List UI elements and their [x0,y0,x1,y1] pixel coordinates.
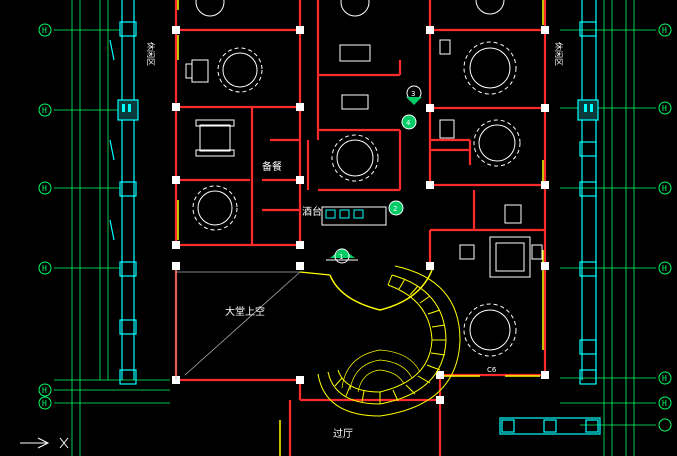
room-label-bar: 酒台 [302,205,322,218]
axis-label: H [42,106,47,115]
small-label: C6 [487,366,497,374]
round-tables [192,0,521,357]
stair-lines [341,349,421,393]
right-axis-grid [560,0,656,456]
section-marker-3: 3 [406,85,422,105]
axis-label: H [42,184,47,193]
marker-label: 3 [411,90,415,98]
section-marker-2: 2 [388,200,404,216]
axis-label: H [662,399,667,408]
section-marker-1: 1 [326,248,358,264]
room-label-foyer: 过厅 [333,427,353,440]
left-axis-grid [54,0,170,456]
room-label-hall-void: 大堂上空 [225,305,265,318]
left-axis-bubbles [38,23,52,410]
right-curtain-wall [499,0,601,435]
room-label-lounge-right: 休闲区 [554,42,564,66]
marker-label: 1 [339,253,343,261]
axis-label: H [662,264,667,273]
yellow-edges [177,0,544,456]
marker-label: 2 [393,205,397,213]
marker-label: 4 [406,119,411,127]
spiral-staircase [317,265,461,417]
window-indicators [122,104,593,112]
axis-label: H [662,26,667,35]
axis-label: H [662,104,667,113]
entrance-arrow [20,437,69,449]
axis-label: H [42,386,47,395]
axis-label: H [662,374,667,383]
axis-label: H [42,264,47,273]
right-axis-labels: H H H H H H [662,26,667,408]
room-label-pantry: 备餐 [262,160,282,173]
left-axis-labels: H H H H H H [42,26,47,408]
columns [172,26,549,404]
room-label-lounge-left: 休闲区 [146,42,156,66]
axis-label: H [42,26,47,35]
axis-label: H [42,399,47,408]
right-axis-bubbles [658,23,672,432]
section-marker-4: 4 [401,114,417,130]
axis-label: H [662,184,667,193]
sofa-groups [185,39,543,278]
hall-void-lines [175,270,301,380]
void-curve [329,269,433,311]
bar-counter [321,206,387,226]
